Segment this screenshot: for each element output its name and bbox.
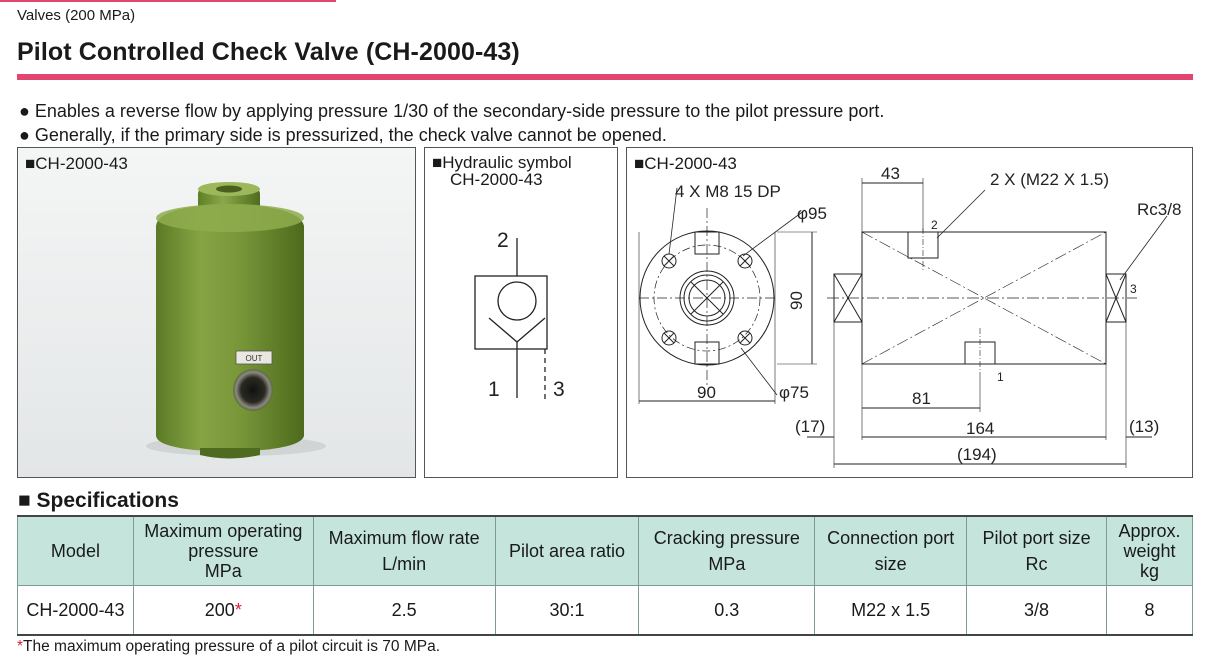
out-marking: OUT xyxy=(246,354,263,363)
dim-81: 81 xyxy=(912,389,931,408)
side-view xyxy=(807,178,1168,468)
footnote-mark: * xyxy=(17,638,24,655)
symbol-panel-label: ■Hydraulic symbol CH-2000-43 xyxy=(432,154,572,188)
dim-ports: 2 X (M22 X 1.5) xyxy=(990,170,1109,189)
dimension-drawing: 4 X M8 15 DP φ95 φ75 90 90 xyxy=(638,164,1181,468)
table-row: CH-2000-43 200* 2.5 30:1 0.3 M22 x 1.5 3… xyxy=(17,585,1194,636)
footnote: *The maximum operating pressure of a pil… xyxy=(17,638,440,656)
dim-43: 43 xyxy=(881,164,900,183)
feature-list: ● Enables a reverse flow by applying pre… xyxy=(19,99,884,147)
title-underline xyxy=(17,74,1193,80)
dim-h90: 90 xyxy=(787,291,806,310)
side-port-1: 1 xyxy=(997,370,1004,384)
symbol-port-2: 2 xyxy=(497,229,509,252)
dim-phi95: φ95 xyxy=(797,204,827,223)
dim-rc: Rc3/8 xyxy=(1137,200,1181,219)
cell-ratio: 30:1 xyxy=(494,585,640,636)
top-accent-line xyxy=(0,0,336,2)
cell-flow: 2.5 xyxy=(312,585,496,636)
dim-194: (194) xyxy=(957,445,997,464)
col-pilot-ratio: Pilot area ratio xyxy=(494,515,640,586)
col-model: Model xyxy=(17,515,134,586)
symbol-label-line1: ■Hydraulic symbol xyxy=(432,153,572,172)
side-port-3: 3 xyxy=(1130,282,1137,296)
dim-164: 164 xyxy=(966,419,994,438)
product-photo-panel: ■CH-2000-43 xyxy=(17,147,416,478)
asterisk-mark: * xyxy=(234,599,242,620)
symbol-label-line2: CH-2000-43 xyxy=(450,170,543,189)
valve-photo: OUT xyxy=(146,182,326,459)
category-label: Valves (200 MPa) xyxy=(17,7,136,24)
cell-cracking: 0.3 xyxy=(638,585,816,636)
dimension-drawing-panel: ■CH-2000-43 xyxy=(626,147,1193,478)
photo-panel-label: ■CH-2000-43 xyxy=(25,154,128,173)
cell-pilot: 3/8 xyxy=(966,585,1107,636)
dim-w90: 90 xyxy=(697,383,716,402)
page-title: Pilot Controlled Check Valve (CH-2000-43… xyxy=(17,38,520,66)
dim-17: (17) xyxy=(795,417,825,436)
cell-model: CH-2000-43 xyxy=(17,585,134,636)
cell-pressure: 200* xyxy=(132,585,314,636)
cell-weight: 8 xyxy=(1105,585,1194,636)
hydraulic-symbol-panel: ■Hydraulic symbol CH-2000-43 2 1 3 xyxy=(424,147,618,478)
dim-13: (13) xyxy=(1129,417,1159,436)
symbol-port-3: 3 xyxy=(553,378,565,401)
check-valve-symbol: 2 1 3 xyxy=(474,229,565,401)
feature-item: ● Enables a reverse flow by applying pre… xyxy=(19,101,885,121)
symbol-port-1: 1 xyxy=(488,378,500,401)
footnote-text: The maximum operating pressure of a pilo… xyxy=(23,638,440,655)
dim-phi75: φ75 xyxy=(779,383,809,402)
feature-item: ● Generally, if the primary side is pres… xyxy=(19,125,667,145)
dimension-panel-label: ■CH-2000-43 xyxy=(634,154,737,173)
side-port-2: 2 xyxy=(931,218,938,232)
specifications-heading: ■ Specifications xyxy=(18,489,179,512)
front-view xyxy=(638,187,817,404)
cell-connection: M22 x 1.5 xyxy=(814,585,968,636)
dim-bolts: 4 X M8 15 DP xyxy=(675,182,781,201)
